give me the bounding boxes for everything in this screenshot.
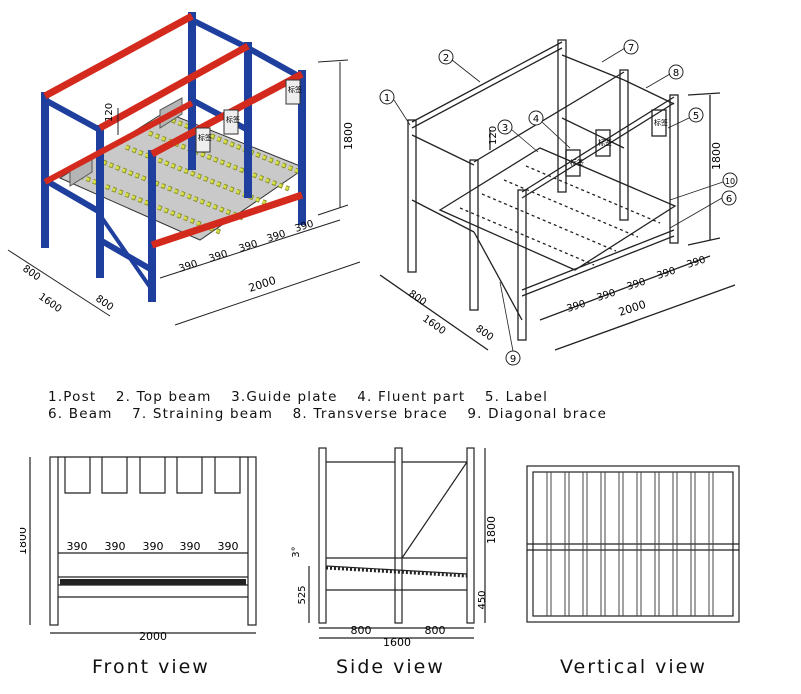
side-dim-total: 1600 — [383, 636, 411, 649]
front-dim-height: 1800 — [20, 527, 29, 555]
callout-7: 7 — [628, 43, 634, 54]
lane-dim: 390 — [178, 258, 200, 274]
label-text: 标签 — [598, 138, 612, 147]
label-text: 标签 — [288, 85, 302, 94]
side-dim-450: 450 — [477, 590, 488, 609]
callout-6: 6 — [726, 194, 732, 205]
dim-120: 120 — [104, 103, 115, 122]
lane-dim: 390 — [596, 287, 618, 303]
callout-8: 8 — [673, 68, 679, 79]
front-lane-dim: 390 — [67, 540, 88, 553]
legend-item: 9. Diagonal brace — [467, 406, 608, 422]
front-lane-dim: 390 — [180, 540, 201, 553]
legend-item: 3.Guide plate — [231, 389, 338, 405]
side-dim-a: 800 — [351, 624, 372, 637]
callout-3: 3 — [502, 123, 508, 134]
dim-depth-total: 1600 — [36, 291, 63, 315]
lane-dim: 390 — [238, 238, 260, 254]
legend-item: 7. Straining beam — [132, 406, 274, 422]
lane-dim: 390 — [686, 254, 708, 270]
side-dim-525: 525 — [297, 585, 308, 604]
vertical-view-caption: Vertical view — [560, 656, 707, 678]
line-rack-drawing: 标签 标签 标签 1 2 3 4 5 6 7 8 9 10 1800 120 8… — [379, 39, 738, 366]
callout-9: 9 — [510, 354, 516, 365]
legend-item: 5. Label — [484, 389, 549, 405]
lane-dim: 390 — [566, 298, 588, 314]
legend-row-1: 1.Post 2. Top beam 3.Guide plate 4. Flue… — [48, 389, 562, 405]
legend-row-2: 6. Beam 7. Straining beam 8. Transverse … — [48, 406, 621, 422]
front-beam — [150, 191, 304, 249]
side-dim-height: 1800 — [485, 516, 498, 544]
front-dim-width: 2000 — [139, 630, 167, 643]
color-rack-drawing: 标签 标签 标签 1800 120 800 800 1600 2000 390 … — [7, 12, 361, 326]
dim-height: 1800 — [342, 122, 355, 150]
callout-4: 4 — [533, 114, 539, 125]
callout-5: 5 — [693, 111, 699, 122]
side-dim-angle: 3° — [291, 546, 302, 557]
dim-depth-b: 800 — [473, 323, 495, 343]
front-view-caption: Front view — [92, 656, 210, 678]
legend-item: 6. Beam — [48, 406, 113, 422]
lane-dim: 390 — [266, 228, 288, 244]
dim-width: 2000 — [617, 298, 648, 319]
dim-120: 120 — [488, 126, 499, 145]
side-dim-b: 800 — [425, 624, 446, 637]
legend-item: 1.Post — [48, 389, 97, 405]
legend-item: 2. Top beam — [115, 389, 212, 405]
vertical-view-drawing — [526, 465, 740, 623]
front-lane-dim: 390 — [143, 540, 164, 553]
callout-2: 2 — [443, 53, 449, 64]
front-lane-dim: 390 — [218, 540, 239, 553]
legend-item: 8. Transverse brace — [292, 406, 448, 422]
roller-strips — [546, 472, 714, 616]
front-view-drawing: 1800 2000 390 390 390 390 390 — [20, 456, 257, 643]
legend-item: 4. Fluent part — [357, 389, 466, 405]
lane-dim: 390 — [294, 218, 316, 234]
label-text: 标签 — [198, 133, 212, 142]
side-view-caption: Side view — [336, 656, 445, 678]
lane-dim: 390 — [626, 276, 648, 292]
dim-depth-b: 800 — [93, 293, 115, 313]
label-plates — [195, 79, 301, 153]
dim-depth-total: 1600 — [420, 313, 447, 337]
lane-dim: 390 — [656, 265, 678, 281]
dim-height: 1800 — [710, 142, 723, 170]
label-text: 标签 — [226, 115, 240, 124]
front-lane-dim: 390 — [105, 540, 126, 553]
label-text: 标签 — [570, 158, 584, 167]
diagonal-brace — [98, 213, 154, 292]
callout-10: 10 — [725, 177, 735, 186]
lane-dim: 390 — [208, 248, 230, 264]
label-text: 标签 — [654, 118, 668, 127]
side-view-drawing: 1800 3° 525 450 800 800 1600 — [291, 447, 498, 649]
callout-1: 1 — [384, 93, 390, 104]
dim-depth-a: 800 — [20, 263, 42, 283]
